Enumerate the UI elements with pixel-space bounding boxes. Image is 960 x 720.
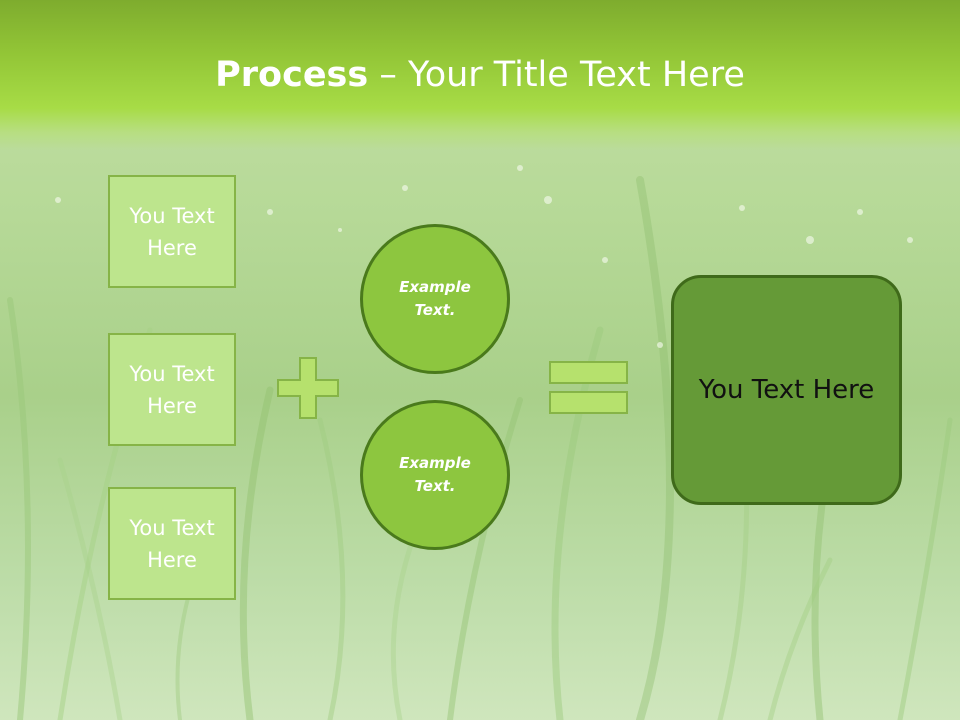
title-rest: – Your Title Text Here bbox=[368, 55, 745, 95]
header-band bbox=[0, 0, 960, 150]
example-circle-1-label: Example Text. bbox=[399, 278, 471, 319]
title-bold: Process bbox=[215, 55, 369, 95]
slide-title: Process – Your Title Text Here bbox=[0, 52, 960, 98]
text-box-3-label: You Text Here bbox=[129, 515, 215, 572]
text-box-2[interactable]: You Text Here bbox=[108, 333, 236, 446]
text-box-3[interactable]: You Text Here bbox=[108, 487, 236, 600]
example-circle-2[interactable]: Example Text. bbox=[360, 400, 510, 550]
equals-icon bbox=[549, 361, 628, 414]
plus-icon bbox=[277, 357, 339, 419]
text-box-1[interactable]: You Text Here bbox=[108, 175, 236, 288]
example-circle-1[interactable]: Example Text. bbox=[360, 224, 510, 374]
text-box-1-label: You Text Here bbox=[129, 203, 215, 260]
text-box-2-label: You Text Here bbox=[129, 361, 215, 418]
example-circle-2-label: Example Text. bbox=[399, 454, 471, 495]
result-box[interactable]: You Text Here bbox=[671, 275, 902, 505]
result-box-label: You Text Here bbox=[698, 375, 875, 405]
